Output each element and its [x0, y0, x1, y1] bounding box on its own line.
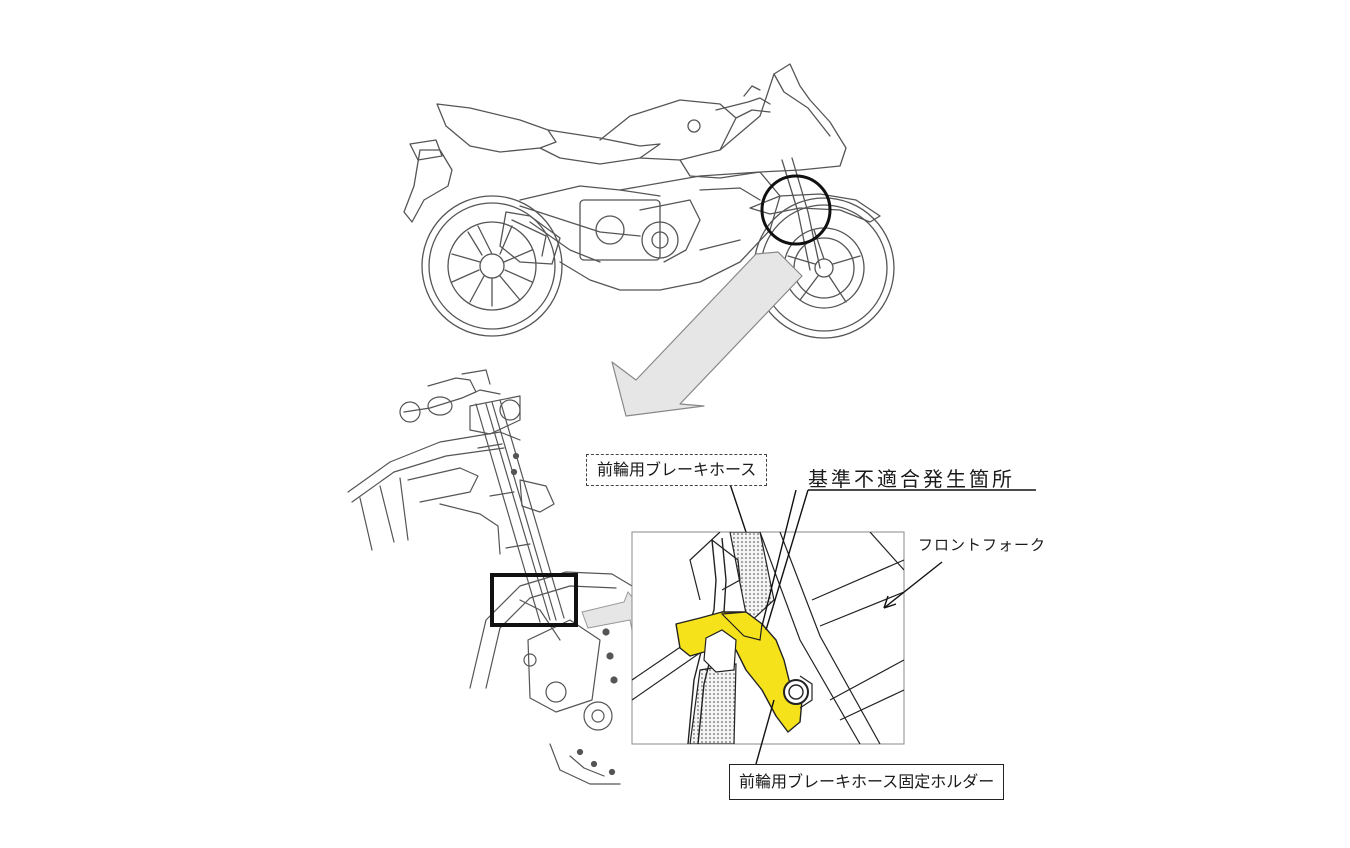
- hose-holder-label: 前輪用ブレーキホース固定ホルダー: [729, 764, 1005, 800]
- zoom-arrow-icon: [611, 251, 803, 417]
- brake-hose-label: 前輪用ブレーキホース: [586, 454, 768, 486]
- front-fork-label: フロントフォーク: [918, 536, 1047, 554]
- motorcycle-side-view: [403, 63, 895, 339]
- detail-inset-drawing: [632, 532, 904, 744]
- rear-wheel: [421, 195, 563, 337]
- leader-lines: [729, 483, 1036, 765]
- front-end-view: [347, 369, 633, 785]
- callout-circle-icon: [760, 174, 832, 246]
- detail-frame-marker: [490, 573, 578, 627]
- nonconformity-location-label: 基準不適合発生箇所: [808, 467, 1015, 491]
